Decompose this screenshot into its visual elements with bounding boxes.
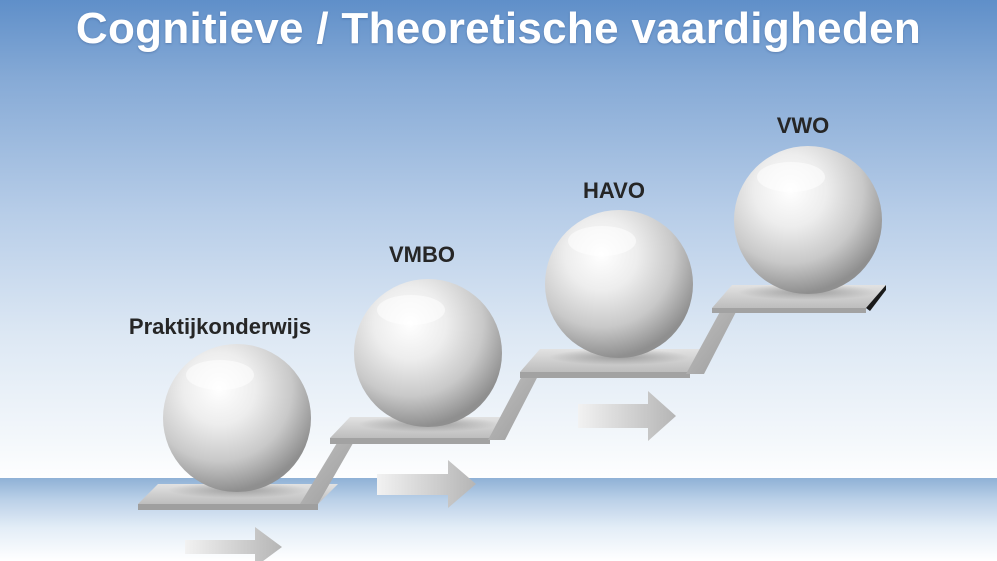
step-riser-2 xyxy=(488,372,540,440)
arrow-icon xyxy=(185,527,282,561)
step-riser-1 xyxy=(300,438,356,504)
sphere-4 xyxy=(734,146,882,294)
slide-title: Cognitieve / Theoretische vaardigheden xyxy=(75,4,922,53)
step-label-praktijkonderwijs: Praktijkonderwijs xyxy=(128,314,312,339)
step-riser-3 xyxy=(686,308,738,374)
arrow-icon xyxy=(578,391,676,441)
step-label-vmbo: VMBO xyxy=(389,242,455,267)
step-label-vwo: VWO xyxy=(776,113,830,138)
step-label-havo: HAVO xyxy=(583,178,645,203)
sphere-2 xyxy=(354,279,502,427)
sphere-1 xyxy=(163,344,311,492)
arrow-icon xyxy=(377,460,476,508)
sphere-3 xyxy=(545,210,693,358)
